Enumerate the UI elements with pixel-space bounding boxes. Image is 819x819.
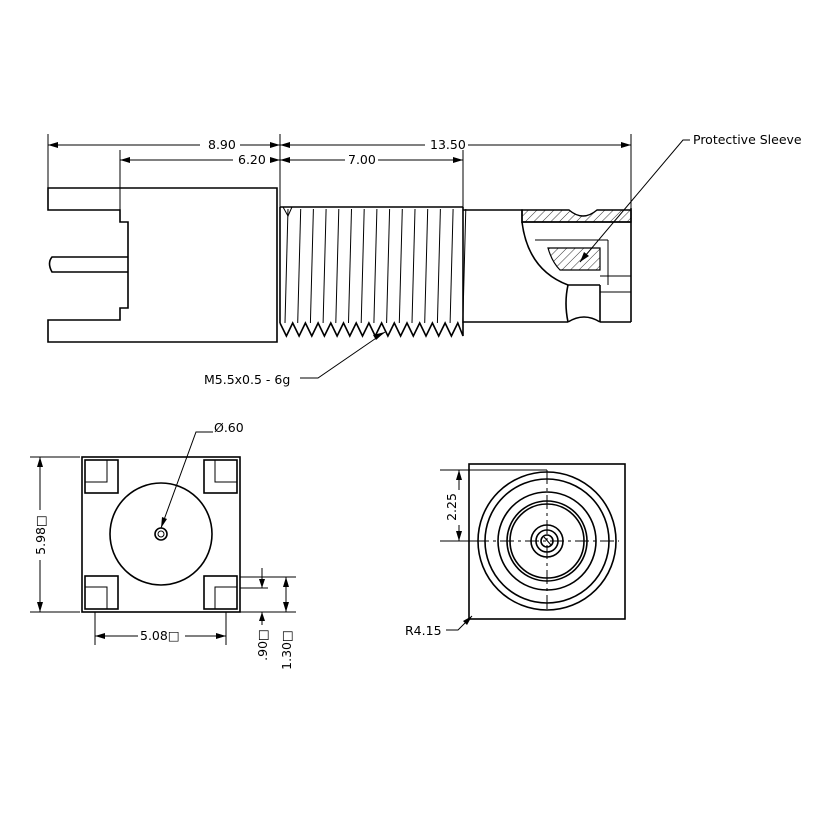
center-pin <box>48 256 128 273</box>
label-thread-spec: M5.5x0.5 - 6g <box>204 372 290 387</box>
thread-line <box>436 208 441 324</box>
thread-line <box>309 208 314 324</box>
footprint-outline <box>81 456 241 613</box>
thread-line <box>322 208 327 324</box>
dim-overall-left: 8.90 <box>208 137 236 152</box>
thread-line <box>462 208 467 324</box>
thread-line <box>360 208 365 324</box>
thread-line <box>411 208 416 324</box>
thread-line <box>398 208 403 324</box>
dim-thread-length: 7.00 <box>348 152 376 167</box>
thread-line <box>373 208 378 324</box>
connector-body <box>47 187 278 343</box>
thread-line <box>335 208 340 324</box>
thread-line <box>424 208 429 324</box>
corner-pads <box>84 459 238 610</box>
label-protective-sleeve: Protective Sleeve <box>693 132 802 147</box>
bottom-view: Ø.60 5.98□ 5.08□ .90□ 1.30□ <box>30 420 296 670</box>
front-view: 2.25 R4.15 <box>405 463 626 638</box>
dim-overall-right: 13.50 <box>430 137 466 152</box>
pin-hole <box>154 527 168 541</box>
dim-pad-small: .90□ <box>255 629 270 661</box>
thread-line <box>284 208 289 324</box>
protective-sleeve <box>463 208 632 323</box>
dim-pad-large: 1.30□ <box>279 630 294 670</box>
thread-line <box>297 208 302 324</box>
dim-radius: R4.15 <box>405 623 442 638</box>
dim-pin-diameter: Ø.60 <box>214 420 244 435</box>
thread-line <box>449 208 454 324</box>
dim-body: 6.20 <box>238 152 266 167</box>
dim-pitch: 5.08□ <box>140 628 180 643</box>
side-view: 8.90 13.50 6.20 7.00 Protective Sleeve M… <box>47 132 802 387</box>
thread-line <box>348 208 352 324</box>
dielectric-circle <box>109 482 213 586</box>
thread-line <box>386 208 391 324</box>
dim-height: 5.98□ <box>33 515 48 555</box>
dim-bore: 2.25 <box>444 493 459 521</box>
thread-section <box>279 206 467 338</box>
